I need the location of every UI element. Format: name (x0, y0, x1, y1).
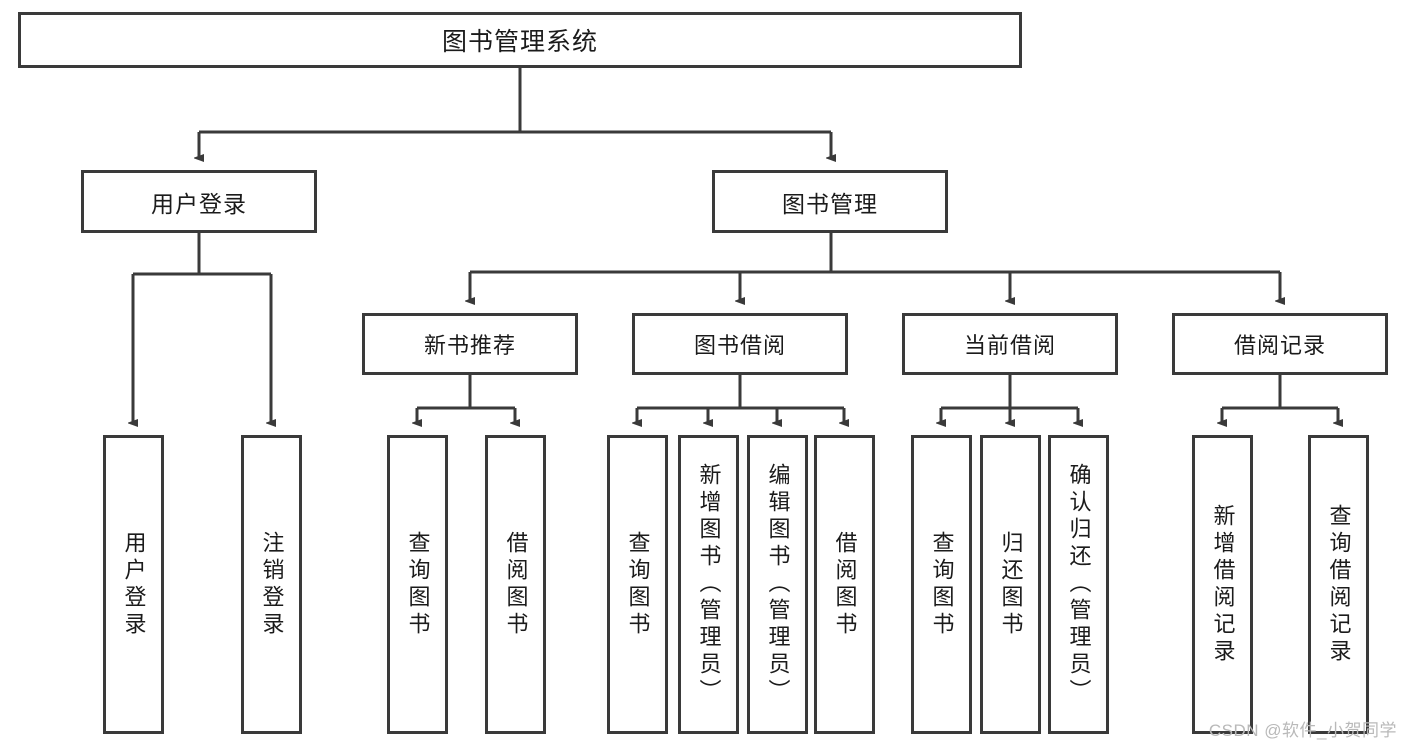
leaf-borrow-edit-book-admin[interactable]: 编辑图书（管理员） (747, 435, 808, 734)
leaf-new-book-query[interactable]: 查询图书 (387, 435, 448, 734)
node-root-system[interactable]: 图书管理系统 (18, 12, 1022, 68)
node-book-management[interactable]: 图书管理 (712, 170, 948, 233)
node-user-login[interactable]: 用户登录 (81, 170, 317, 233)
node-label: 归还图书 (998, 530, 1024, 639)
leaf-user-login-logout[interactable]: 注销登录 (241, 435, 302, 734)
watermark-csdn: CSDN @软件_小贺同学 (1208, 721, 1397, 740)
node-label: 图书管理 (782, 190, 878, 217)
node-label: 图书借阅 (693, 333, 786, 358)
leaf-record-query-record[interactable]: 查询借阅记录 (1308, 435, 1369, 734)
node-label: 图书管理系统 (441, 28, 598, 56)
leaf-current-return-book[interactable]: 归还图书 (980, 435, 1041, 734)
node-label: 查询图书 (625, 530, 651, 639)
node-label: 借阅图书 (503, 530, 529, 639)
node-borrow-record[interactable]: 借阅记录 (1172, 313, 1388, 375)
node-label: 确认归还（管理员） (1066, 463, 1092, 706)
node-book-borrow[interactable]: 图书借阅 (632, 313, 848, 375)
node-label: 当前借阅 (963, 333, 1056, 358)
leaf-borrow-add-book-admin[interactable]: 新增图书（管理员） (678, 435, 739, 734)
node-label: 查询图书 (405, 530, 431, 639)
node-label: 用户登录 (151, 190, 247, 217)
node-label: 注销登录 (259, 530, 285, 639)
node-label: 用户登录 (121, 530, 147, 639)
leaf-record-add-record[interactable]: 新增借阅记录 (1192, 435, 1253, 734)
node-label: 查询图书 (929, 530, 955, 639)
node-current-borrow[interactable]: 当前借阅 (902, 313, 1118, 375)
leaf-new-book-borrow[interactable]: 借阅图书 (485, 435, 546, 734)
node-label: 编辑图书（管理员） (765, 463, 791, 706)
node-label: 新增图书（管理员） (696, 463, 722, 706)
leaf-borrow-borrow-book[interactable]: 借阅图书 (814, 435, 875, 734)
leaf-user-login-login[interactable]: 用户登录 (103, 435, 164, 734)
node-label: 新书推荐 (423, 333, 516, 358)
node-label: 查询借阅记录 (1326, 503, 1352, 666)
node-label: 新增借阅记录 (1210, 503, 1236, 666)
leaf-borrow-query-book[interactable]: 查询图书 (607, 435, 668, 734)
node-label: 借阅图书 (832, 530, 858, 639)
leaf-current-confirm-return-admin[interactable]: 确认归还（管理员） (1048, 435, 1109, 734)
node-label: 借阅记录 (1233, 333, 1326, 358)
node-new-book-recommend[interactable]: 新书推荐 (362, 313, 578, 375)
leaf-current-query-book[interactable]: 查询图书 (911, 435, 972, 734)
